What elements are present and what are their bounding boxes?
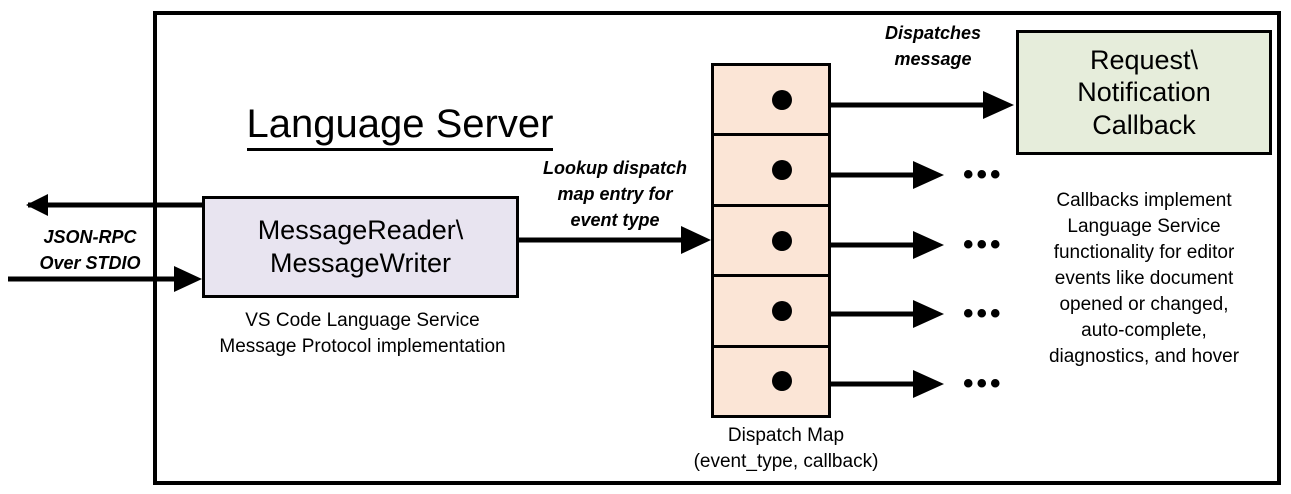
jsonrpc-transport-label: JSON-RPC Over STDIO [39,227,141,274]
callback-pointer-dot-icon [772,300,792,321]
arrow-lookup-dispatch [519,226,711,254]
dispatch-map-row-5 [714,348,828,415]
callback-description-caption: Callbacks implement Language Service fun… [1048,190,1240,368]
ellipsis-mark-row-2: ••• [963,158,1004,191]
request-notification-callback-box: Request\ Notification Callback [1016,30,1272,155]
message-reader-writer-caption: VS Code Language Service Message Protoco… [219,310,506,357]
message-reader-writer-box: MessageReader\ MessageWriter [202,196,519,298]
dispatches-message-label: Dispatches message [884,23,982,70]
ellipsis-mark-row-3: ••• [963,228,1004,261]
dispatch-map-table [711,63,831,418]
arrow-outbound-to-client [26,194,202,216]
page-title-text: Language Server [246,102,554,152]
language-server-boundary [153,11,1281,485]
callback-pointer-dot-icon [772,371,792,392]
callback-pointer-dot-icon [772,89,792,110]
dispatch-map-caption: Dispatch Map (event_type, callback) [693,425,879,472]
lookup-dispatch-label: Lookup dispatch map entry for event type [543,158,687,231]
ellipsis-mark-row-5: ••• [963,367,1004,400]
dispatch-map-row-2 [714,136,828,207]
callback-pointer-dot-icon [772,160,792,181]
dispatch-map-row-4 [714,277,828,348]
dispatch-map-row-1 [714,66,828,137]
message-reader-writer-label: MessageReader\ MessageWriter [257,215,464,278]
ellipsis-mark-row-4: ••• [963,297,1004,330]
callback-pointer-dot-icon [772,230,792,251]
dispatch-map-row-3 [714,207,828,278]
arrow-inbound-from-client [8,266,202,292]
page-title: Language Server [180,54,620,152]
request-notification-callback-label: Request\ Notification Callback [1077,44,1211,140]
